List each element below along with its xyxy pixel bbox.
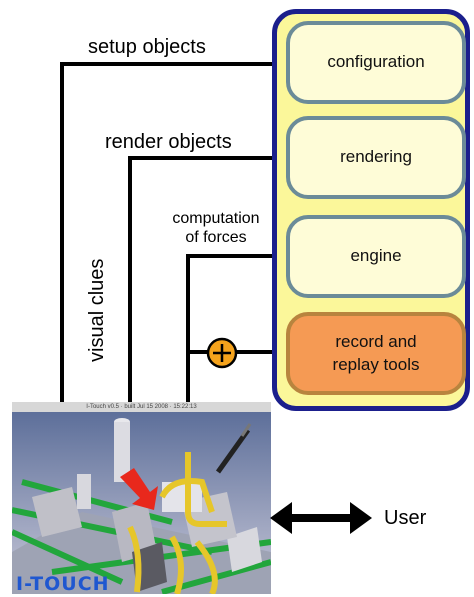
setup-objects-line xyxy=(60,62,286,402)
scene-render xyxy=(12,412,271,594)
plus-circle-icon xyxy=(206,337,238,369)
double-arrow-icon xyxy=(270,502,372,534)
module-engine-label: engine xyxy=(350,246,402,266)
setup-objects-label: setup objects xyxy=(88,36,206,58)
computation-line1: computation xyxy=(172,210,260,227)
module-configuration: configuration xyxy=(286,21,466,104)
module-record-replay: record and replay tools xyxy=(286,312,466,395)
record-label-line2: replay tools xyxy=(332,354,420,374)
render-objects-label: render objects xyxy=(105,131,232,153)
visual-clues-label: visual clues xyxy=(86,258,108,362)
screenshot-title-bar: I-Touch v0.5 · built Jul 15 2008 · 15:22… xyxy=(12,402,271,412)
module-rendering-label: rendering xyxy=(340,147,412,167)
record-label-line1: record and xyxy=(335,332,417,352)
application-screenshot: I-Touch v0.5 · built Jul 15 2008 · 15:22… xyxy=(12,402,271,594)
module-configuration-label: configuration xyxy=(327,52,425,72)
user-label: User xyxy=(384,507,427,529)
computation-label: computation of forces xyxy=(160,209,272,247)
module-rendering: rendering xyxy=(286,116,466,199)
render-objects-line xyxy=(128,156,286,478)
module-engine: engine xyxy=(286,215,466,298)
computation-line2: of forces xyxy=(185,229,247,247)
module-record-replay-text: record and replay tools xyxy=(333,331,420,375)
i-touch-watermark: I-TOUCH xyxy=(16,573,110,594)
computation-line xyxy=(186,254,286,445)
